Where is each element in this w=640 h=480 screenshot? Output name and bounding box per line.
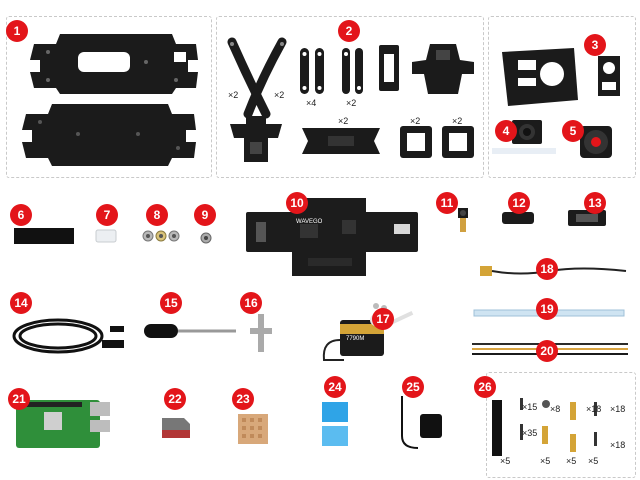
badge-20: 20 [536, 340, 558, 362]
power-adapter [401, 396, 442, 449]
qty-label: ×2 [410, 116, 421, 126]
badge-14: 14 [10, 292, 32, 314]
badge-26: 26 [474, 376, 496, 398]
badge-23: 23 [232, 388, 254, 410]
badge-1: 1 [6, 20, 28, 42]
leg-housing-a [230, 116, 282, 162]
qty-label: ×5 [500, 456, 511, 466]
qty-label: ×35 [522, 428, 538, 438]
qty-label: ×15 [522, 402, 538, 412]
link-arm-b [342, 48, 363, 94]
badge-7: 7 [96, 204, 118, 226]
badge-10: 10 [286, 192, 308, 214]
badge-4: 4 [495, 120, 517, 142]
head-shell [502, 48, 578, 106]
fastener-set [492, 398, 597, 456]
badge-8: 8 [146, 204, 168, 226]
badge-6: 6 [10, 204, 32, 226]
panel-chassis-plates [6, 16, 212, 178]
qty-label: ×2 [274, 90, 285, 100]
bolt-sleeve [502, 212, 534, 224]
servo-motor [322, 303, 414, 361]
badge-15: 15 [160, 292, 182, 314]
badge-21: 21 [8, 388, 30, 410]
thermal-pads [322, 402, 348, 446]
qty-label: ×2 [338, 116, 349, 126]
driver-board [246, 198, 418, 276]
qty-label: ×5 [588, 456, 599, 466]
heatsink [238, 414, 268, 444]
bearings [142, 230, 180, 242]
nut [200, 232, 212, 244]
board-brand-label: WAVEGO [296, 219, 323, 225]
body-center-piece [302, 128, 380, 154]
badge-11: 11 [436, 192, 458, 214]
qty-label: ×18 [610, 440, 626, 450]
camera-bracket [598, 56, 620, 96]
qty-label: ×8 [550, 404, 561, 414]
servo-holder [379, 45, 399, 91]
servo-model-label: 7790M [346, 336, 365, 342]
qty-label: ×2 [452, 116, 463, 126]
badge-16: 16 [240, 292, 262, 314]
raspberry-pi-board [16, 400, 110, 448]
camera-module [492, 120, 556, 154]
screwdriver [144, 324, 236, 338]
badge-12: 12 [508, 192, 530, 214]
qty-label: ×2 [346, 98, 357, 108]
sd-card [162, 418, 190, 438]
link-arm-a [300, 48, 324, 94]
qty-label: ×18 [586, 404, 602, 414]
panel-fasteners [486, 372, 636, 478]
badge-2: 2 [338, 20, 360, 42]
adhesive-pads [95, 229, 117, 243]
qty-label: ×5 [566, 456, 577, 466]
badge-17: 17 [372, 308, 394, 330]
chassis-plate-bottom [22, 104, 196, 166]
qty-label: ×18 [610, 404, 626, 414]
qty-label: ×5 [540, 456, 551, 466]
badge-9: 9 [194, 204, 216, 226]
x-bracket [227, 37, 287, 119]
leg-frame-b [442, 126, 474, 158]
camera-sensor [458, 208, 468, 232]
connector-block [568, 210, 606, 226]
panel-head-parts [488, 16, 636, 178]
cooling-fan [580, 126, 612, 158]
badge-19: 19 [536, 298, 558, 320]
badge-18: 18 [536, 258, 558, 280]
leg-frame-a [400, 126, 432, 158]
badge-5: 5 [562, 120, 584, 142]
head-mount [412, 44, 474, 94]
usb-cable [12, 318, 124, 354]
badge-24: 24 [324, 376, 346, 398]
panel-bracket-parts [216, 16, 484, 178]
chassis-plate-top [30, 34, 198, 94]
badge-22: 22 [164, 388, 186, 410]
badge-3: 3 [584, 34, 606, 56]
qty-label: ×4 [306, 98, 317, 108]
qty-label: ×2 [228, 90, 239, 100]
badge-13: 13 [584, 192, 606, 214]
badge-25: 25 [402, 376, 424, 398]
foam-pad [14, 228, 74, 244]
cross-wrench [250, 314, 272, 352]
